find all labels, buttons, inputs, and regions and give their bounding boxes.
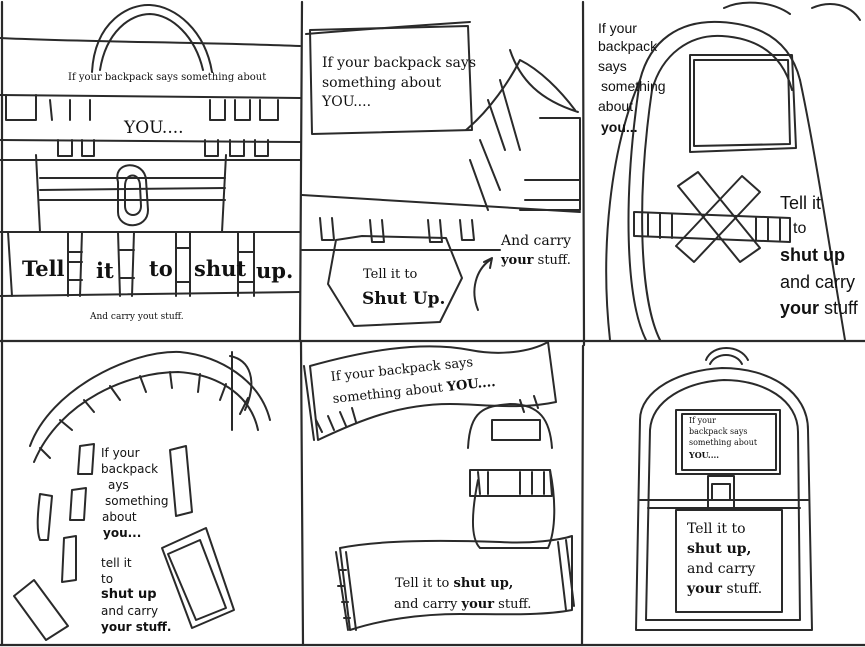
panel3-your: your <box>780 298 820 318</box>
panel6-your-stuff: your stuff. <box>687 581 762 597</box>
panel2-hexagon-line1: Tell it to <box>363 267 418 282</box>
panel5-banner2-shut: shut up, <box>453 576 514 591</box>
panel4-shut-up: shut up <box>101 587 157 602</box>
panel6-tell: Tell it to <box>687 521 746 537</box>
panel1-word-up: up. <box>256 258 294 283</box>
panel4-your-stuff: your stuff. <box>101 620 172 634</box>
panel5-banner2-line1: Tell it to shut up, <box>395 576 513 591</box>
panel6-shut-up: shut up, <box>687 541 752 557</box>
panel4-tell-it: tell it <box>101 556 132 570</box>
panel4-and-carry: and carry <box>101 604 159 618</box>
panel4-line3: ays <box>108 478 129 492</box>
panel3-line1: If your <box>598 20 637 36</box>
panel1-caption-top: If your backpack says something about <box>68 72 267 83</box>
panel2-carry-line1: And carry <box>501 233 572 249</box>
panel3-stuff: stuff <box>819 298 858 318</box>
panel6-sign-line2: backpack says <box>689 427 748 436</box>
panel3-line2: backpack <box>598 38 658 54</box>
panel5-banner2-your: your <box>461 597 495 612</box>
panel1-word-shut: shut <box>194 256 247 281</box>
panel1-word-to: to <box>149 256 173 281</box>
panel2-hexagon-line2: Shut Up. <box>362 289 446 309</box>
panel3-shut-up: shut up <box>780 245 845 265</box>
panel6-your: your <box>687 581 723 597</box>
panel6-sign-line4: YOU.... <box>689 450 720 460</box>
panel5-banner2-tell: Tell it to <box>395 576 454 591</box>
panel2-speech-line1: If your backpack says <box>322 55 476 71</box>
panel2-speech-line2: something about <box>322 75 442 91</box>
panel3-to: to <box>793 220 807 237</box>
panel3-tell: Tell it <box>780 193 822 213</box>
panel5-banner2-stuff: stuff. <box>494 597 532 612</box>
panel6-stuff: stuff. <box>722 581 763 597</box>
panel4-line4: something <box>105 494 169 508</box>
panel4-you: you... <box>103 526 142 540</box>
panel6-sign-line1: If your <box>689 416 716 425</box>
panel4-line2: backpack <box>101 462 159 476</box>
panel1-you: YOU.... <box>124 118 184 138</box>
panel2-carry-stuff: stuff. <box>533 253 571 268</box>
panel3-your-stuff: your stuff <box>780 298 858 319</box>
panel4-to: to <box>101 572 114 586</box>
panel5-banner2-carry: and carry <box>394 597 462 612</box>
panel1-word-it: it <box>96 258 114 283</box>
panel2-speech-line3: YOU.... <box>322 94 372 110</box>
panel5-banner2-line2: and carry your stuff. <box>394 597 531 612</box>
panel6-sign-line3: something about <box>689 438 758 447</box>
panel1-caption-bottom: And carry yout stuff. <box>90 312 184 322</box>
panel4-line1: If your <box>101 446 140 460</box>
panel3-and-carry: and carry <box>780 272 856 292</box>
panel4-line5: about <box>102 510 137 524</box>
panel3-line5: about <box>598 98 634 114</box>
panel3-you: you... <box>601 119 638 135</box>
panel2-carry-your: your <box>501 253 534 268</box>
panel6-and-carry: and carry <box>687 561 756 577</box>
panel2-carry-line2: your stuff. <box>501 253 571 268</box>
panel3-line4: something <box>601 78 666 94</box>
panel1-word-tell: Tell <box>22 256 65 281</box>
panel3-line3: says <box>598 58 627 74</box>
